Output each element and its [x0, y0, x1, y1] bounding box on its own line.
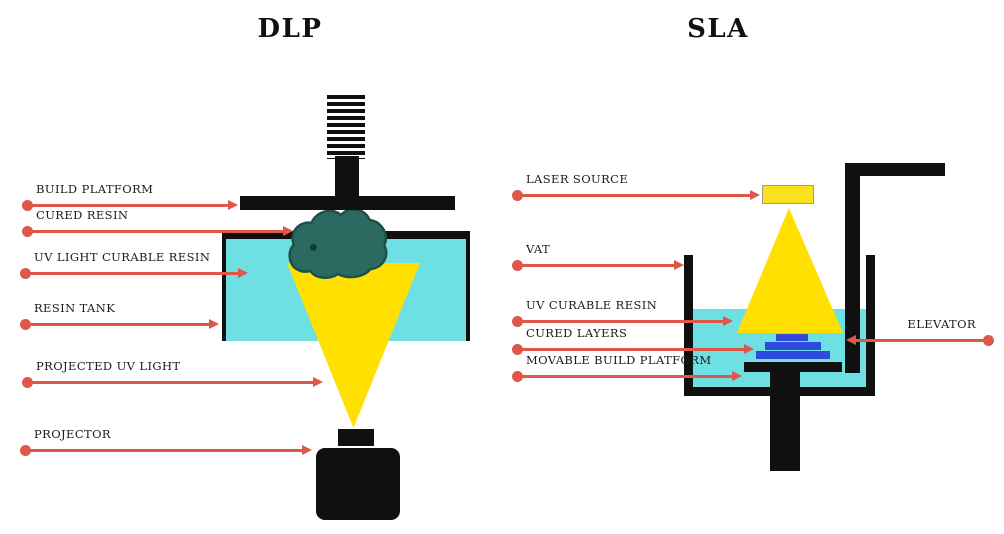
arrow-right-icon [732, 371, 742, 381]
callout-line-bar [517, 375, 733, 378]
dlp-title: DLP [257, 14, 323, 44]
callout-connector [20, 268, 248, 279]
callout-projected-uv-light: PROJECTED UV LIGHT [22, 359, 323, 388]
sla-platform-piston [770, 371, 800, 471]
callout-label: UV CURABLE RESIN [526, 298, 658, 312]
callout-line-bar [855, 339, 989, 342]
callout-connector [512, 260, 684, 271]
callout-label: MOVABLE BUILD PLATFORM [526, 353, 712, 367]
dlp-threaded-rod-icon [327, 95, 365, 159]
arrow-right-icon [238, 268, 248, 278]
arrow-right-icon [750, 190, 760, 200]
callout-connector [512, 371, 742, 382]
dlp-cured-resin-blob [288, 208, 388, 279]
sla-vat-wall-right [866, 255, 875, 396]
callout-line-bar [27, 381, 314, 384]
callout-line-bar [517, 320, 724, 323]
sla-vat-wall-left [684, 255, 693, 396]
callout-vat: VAT [512, 242, 684, 271]
dlp-projector-body [316, 448, 400, 520]
callout-label: PROJECTOR [34, 427, 111, 441]
callout-line-bar [25, 449, 303, 452]
callout-elevator: ELEVATOR [846, 317, 994, 346]
callout-label: VAT [526, 242, 551, 256]
callout-line-bar [27, 204, 229, 207]
callout-label: BUILD PLATFORM [36, 182, 154, 196]
arrow-right-icon [209, 319, 219, 329]
callout-line-bar [27, 230, 284, 233]
sla-elevator-arm [845, 163, 945, 176]
callout-uv-curable-resin: UV CURABLE RESIN [512, 298, 733, 327]
sla-cured-layer [765, 342, 821, 350]
callout-line-bar [25, 272, 239, 275]
arrow-right-icon [723, 316, 733, 326]
callout-resin-tank: RESIN TANK [20, 301, 219, 330]
callout-label: PROJECTED UV LIGHT [36, 359, 181, 373]
callout-connector [20, 445, 312, 456]
arrow-right-icon [744, 344, 754, 354]
arrow-right-icon [228, 200, 238, 210]
sla-cured-layer [756, 351, 830, 359]
callout-line-bar [517, 348, 745, 351]
blob-eye-dot [310, 243, 317, 251]
callout-label: CURED LAYERS [526, 326, 628, 340]
dlp-rod-stem [335, 156, 359, 198]
callout-connector [22, 226, 293, 237]
dlp-build-platform [240, 196, 455, 210]
arrow-right-icon [302, 445, 312, 455]
sla-title: SLA [687, 14, 749, 44]
callout-label: CURED RESIN [36, 208, 129, 222]
sla-elevator-column [845, 163, 860, 373]
arrow-left-icon [846, 335, 856, 345]
arrow-right-icon [283, 226, 293, 236]
callout-line-bar [517, 264, 675, 267]
sla-laser-beam [737, 208, 843, 333]
cured-resin-shape [288, 208, 388, 279]
sla-cured-layer [776, 334, 808, 341]
callout-cured-layers: CURED LAYERS [512, 326, 754, 355]
sla-movable-build-platform [744, 362, 842, 372]
callout-connector [22, 377, 323, 388]
callout-connector [512, 190, 760, 201]
dlp-projector-lens [338, 429, 374, 446]
dlp-projected-uv-light-beam [287, 263, 420, 428]
arrow-right-icon [313, 377, 323, 387]
callout-connector [512, 316, 733, 327]
callout-line-bar [517, 194, 751, 197]
callout-connector [512, 344, 754, 355]
callout-label: LASER SOURCE [526, 172, 629, 186]
callout-cured-resin: CURED RESIN [22, 208, 293, 237]
callout-connector [846, 335, 994, 346]
callout-connector [22, 200, 238, 211]
callout-connector [20, 319, 219, 330]
sla-laser-source [762, 185, 814, 204]
callout-line-bar [25, 323, 210, 326]
callout-label: ELEVATOR [907, 317, 976, 331]
callout-uv-light-curable-resin: UV LIGHT CURABLE RESIN [20, 250, 248, 279]
arrow-right-icon [674, 260, 684, 270]
callout-laser-source: LASER SOURCE [512, 172, 760, 201]
callout-projector: PROJECTOR [20, 427, 312, 456]
callout-label: RESIN TANK [34, 301, 116, 315]
callout-build-platform: BUILD PLATFORM [22, 182, 238, 211]
callout-movable-build-platform: MOVABLE BUILD PLATFORM [512, 353, 742, 382]
callout-label: UV LIGHT CURABLE RESIN [34, 250, 211, 264]
